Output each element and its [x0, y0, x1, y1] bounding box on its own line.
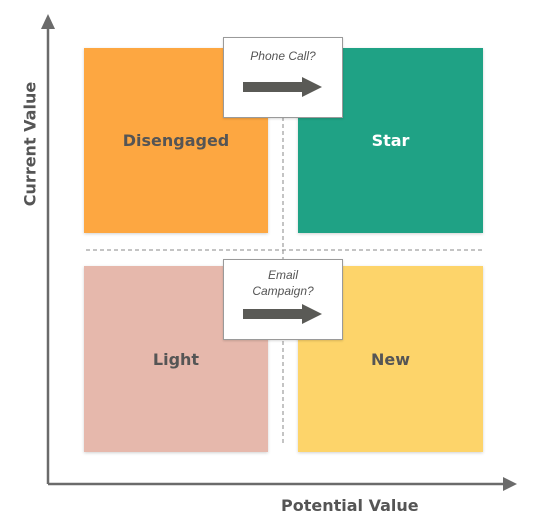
callout-email-campaign-text: Email Campaign?	[238, 267, 328, 299]
right-arrow-icon	[243, 77, 322, 97]
right-arrow-icon	[243, 304, 322, 324]
quadrant-label-light: Light	[152, 349, 200, 369]
callout-phone-call-text: Phone Call?	[250, 49, 316, 63]
callout-email-campaign: Email Campaign?	[223, 259, 343, 340]
quadrant-label-new: New	[370, 349, 411, 369]
callout-email-line2: Campaign?	[252, 284, 314, 298]
quadrant-label-star: Star	[371, 131, 410, 150]
x-axis-label: Potential Value	[281, 496, 419, 515]
quadrant-label-disengaged: Disengaged	[122, 131, 230, 150]
y-axis-arrowhead	[41, 14, 55, 29]
callout-phone-call: Phone Call?	[223, 37, 343, 118]
quadrant-star: Star	[298, 48, 483, 233]
x-axis-arrowhead	[503, 477, 517, 491]
callout-email-line1: Email	[267, 268, 298, 282]
y-axis-label: Current Value	[20, 81, 40, 207]
